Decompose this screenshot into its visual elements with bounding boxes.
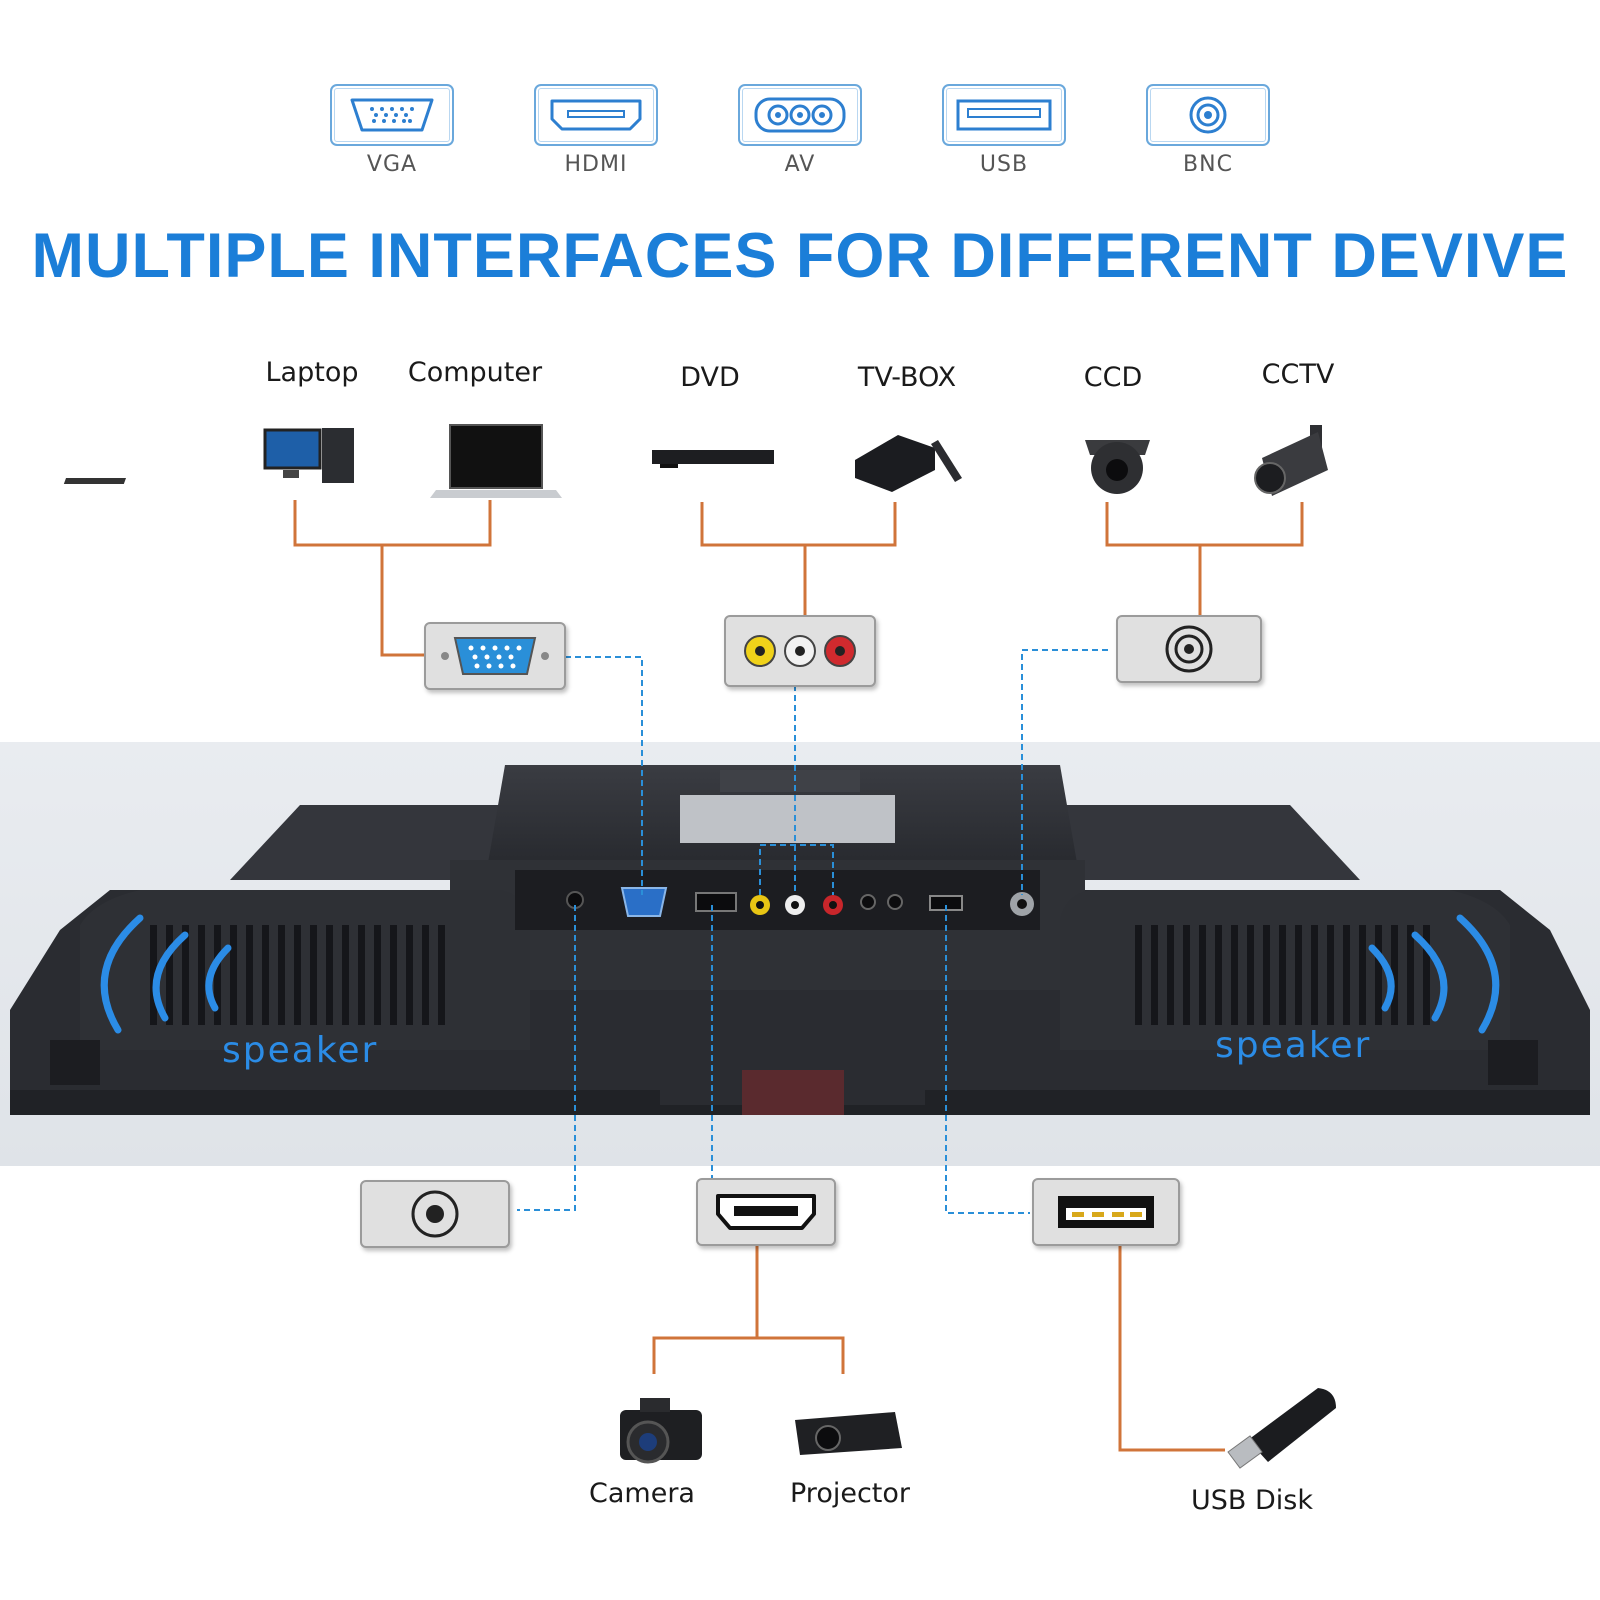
device-label-tvbox: TV-BOX (857, 362, 957, 393)
usb-port-callout (1032, 1178, 1180, 1246)
dvd-player-icon (652, 450, 774, 468)
laptop-icon (63, 428, 354, 484)
device-label-projector: Projector (790, 1478, 910, 1509)
interface-av: AV (738, 84, 862, 177)
hdmi-port-callout (696, 1178, 836, 1246)
interface-vga: VGA (330, 84, 454, 177)
bnc-port-callout (1116, 615, 1262, 683)
projector-icon (795, 1412, 902, 1455)
headline: MULTIPLE INTERFACES FOR DIFFERENT DEVIVE (31, 221, 1569, 291)
connector-lines-top (293, 500, 1304, 657)
sound-wave-right-icon (1368, 914, 1500, 1034)
interface-label: AV (784, 152, 816, 177)
tv-box-icon (855, 435, 962, 492)
usb-port-icon (1058, 1196, 1154, 1228)
computer-icon (430, 424, 562, 498)
speaker-label-left: speaker (222, 1030, 379, 1071)
interface-bnc: BNC (1146, 84, 1270, 177)
device-label-dvd: DVD (680, 362, 740, 393)
device-label-computer: Computer (407, 357, 543, 388)
hdmi-icon (534, 84, 658, 146)
ccd-dome-camera-icon (1085, 440, 1150, 494)
hdmi-port-icon (716, 1194, 816, 1230)
interface-label: VGA (366, 152, 418, 177)
bnc-icon (1146, 84, 1270, 146)
dashed-leader-lines (517, 649, 1108, 1214)
audio-port-callout (360, 1180, 510, 1248)
interface-hdmi: HDMI (534, 84, 658, 177)
vga-icon (330, 84, 454, 146)
usb-disk-icon (1227, 1388, 1336, 1469)
speaker-label-right: speaker (1215, 1025, 1372, 1066)
vga-port-callout (424, 622, 566, 690)
interface-label: USB (979, 152, 1029, 177)
interface-label: BNC (1183, 152, 1233, 177)
cctv-camera-icon (1254, 425, 1328, 496)
interface-usb: USB (942, 84, 1066, 177)
device-label-usb-disk: USB Disk (1190, 1485, 1313, 1516)
vga-port-icon (441, 637, 549, 675)
camera-icon (620, 1398, 702, 1464)
connector-lines-bottom (652, 1222, 1225, 1452)
usb-icon (942, 84, 1066, 146)
device-label-camera: Camera (589, 1478, 695, 1509)
device-label-cctv: CCTV (1261, 359, 1335, 390)
sound-wave-left-icon (100, 914, 232, 1034)
device-label-laptop: Laptop (265, 357, 359, 388)
device-label-ccd: CCD (1083, 362, 1143, 393)
av-icon (738, 84, 862, 146)
audio-jack-icon (411, 1190, 459, 1238)
av-port-callout (724, 615, 876, 687)
av-port-icon (744, 635, 856, 667)
speaker-grille-right (1135, 925, 1430, 1025)
speaker-grille-left (150, 925, 445, 1025)
bnc-port-icon (1165, 625, 1213, 673)
interface-label: HDMI (564, 152, 628, 177)
